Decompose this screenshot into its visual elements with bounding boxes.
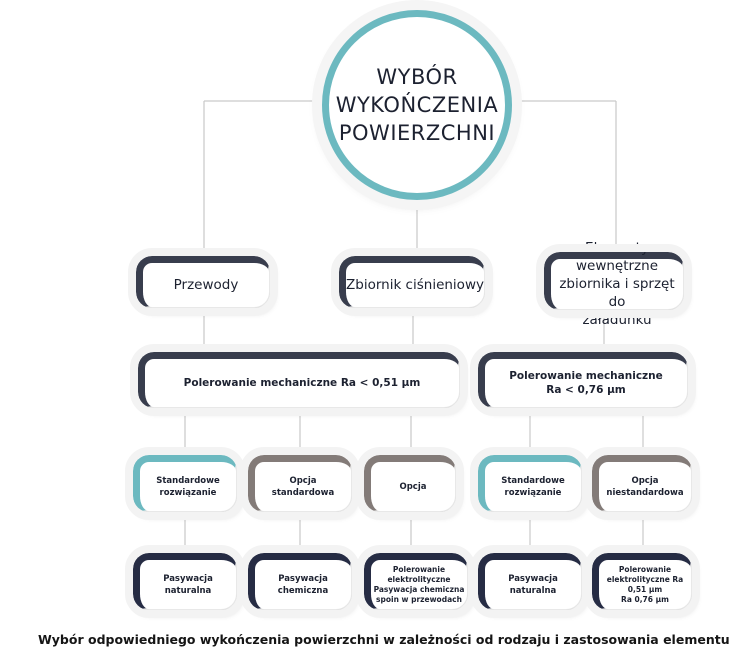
option-5-label: Opcja niestandardowa xyxy=(606,475,684,498)
finish-3-label: Polerowanie elektrolityczne Pasywacja ch… xyxy=(373,564,465,604)
root-node: WYBÓR WYKOŃCZENIA POWIERZCHNI xyxy=(322,10,512,200)
polishing-right-label: Polerowanie mechaniczne Ra < 0,76 µm xyxy=(509,370,663,396)
finish-natural-passivation-left: Pasywacja naturalna xyxy=(125,545,245,618)
finish-2-label: Pasywacja chemiczna xyxy=(277,573,329,596)
finish-electropolishing-ra: Polerowanie elektrolityczne Ra 0,51 µm R… xyxy=(584,545,700,618)
polishing-left-label: Polerowanie mechaniczne Ra < 0,51 µm xyxy=(183,377,421,389)
category-pipes: Przewody xyxy=(128,248,278,316)
finish-natural-passivation-right: Pasywacja naturalna xyxy=(470,545,590,618)
option-nonstandard: Opcja niestandardowa xyxy=(584,447,700,520)
option-3-label: Opcja xyxy=(399,481,427,492)
category-internals-label: Elementy wewnętrzne zbiornika i sprzęt d… xyxy=(559,240,675,328)
category-pipes-label: Przewody xyxy=(173,277,239,293)
category-internals: Elementy wewnętrzne zbiornika i sprzęt d… xyxy=(536,240,692,328)
option-2-label: Opcja standardowa xyxy=(271,475,335,498)
option-standard-solution-right: Standardowe rozwiązanie xyxy=(470,447,590,520)
polishing-left: Polerowanie mechaniczne Ra < 0,51 µm xyxy=(130,344,468,416)
polishing-right: Polerowanie mechaniczne Ra < 0,76 µm xyxy=(470,344,696,416)
option-1-label: Standardowe rozwiązanie xyxy=(156,475,220,498)
category-vessel: Zbiornik ciśnieniowy xyxy=(331,248,493,316)
finish-electropolishing-welds: Polerowanie elektrolityczne Pasywacja ch… xyxy=(356,545,476,618)
finish-chemical-passivation: Pasywacja chemiczna xyxy=(240,545,360,618)
category-vessel-label: Zbiornik ciśnieniowy xyxy=(346,277,484,293)
finish-5-label: Polerowanie elektrolityczne Ra 0,51 µm R… xyxy=(606,564,684,604)
option: Opcja xyxy=(356,447,464,520)
option-standard-solution-left: Standardowe rozwiązanie xyxy=(125,447,245,520)
finish-1-label: Pasywacja naturalna xyxy=(163,573,213,596)
finish-4-label: Pasywacja naturalna xyxy=(508,573,558,596)
figure-caption: Wybór odpowiedniego wykończenia powierzc… xyxy=(38,632,730,647)
root-label: WYBÓR WYKOŃCZENIA POWIERZCHNI xyxy=(335,65,499,145)
option-standard: Opcja standardowa xyxy=(240,447,360,520)
option-4-label: Standardowe rozwiązanie xyxy=(501,475,565,498)
